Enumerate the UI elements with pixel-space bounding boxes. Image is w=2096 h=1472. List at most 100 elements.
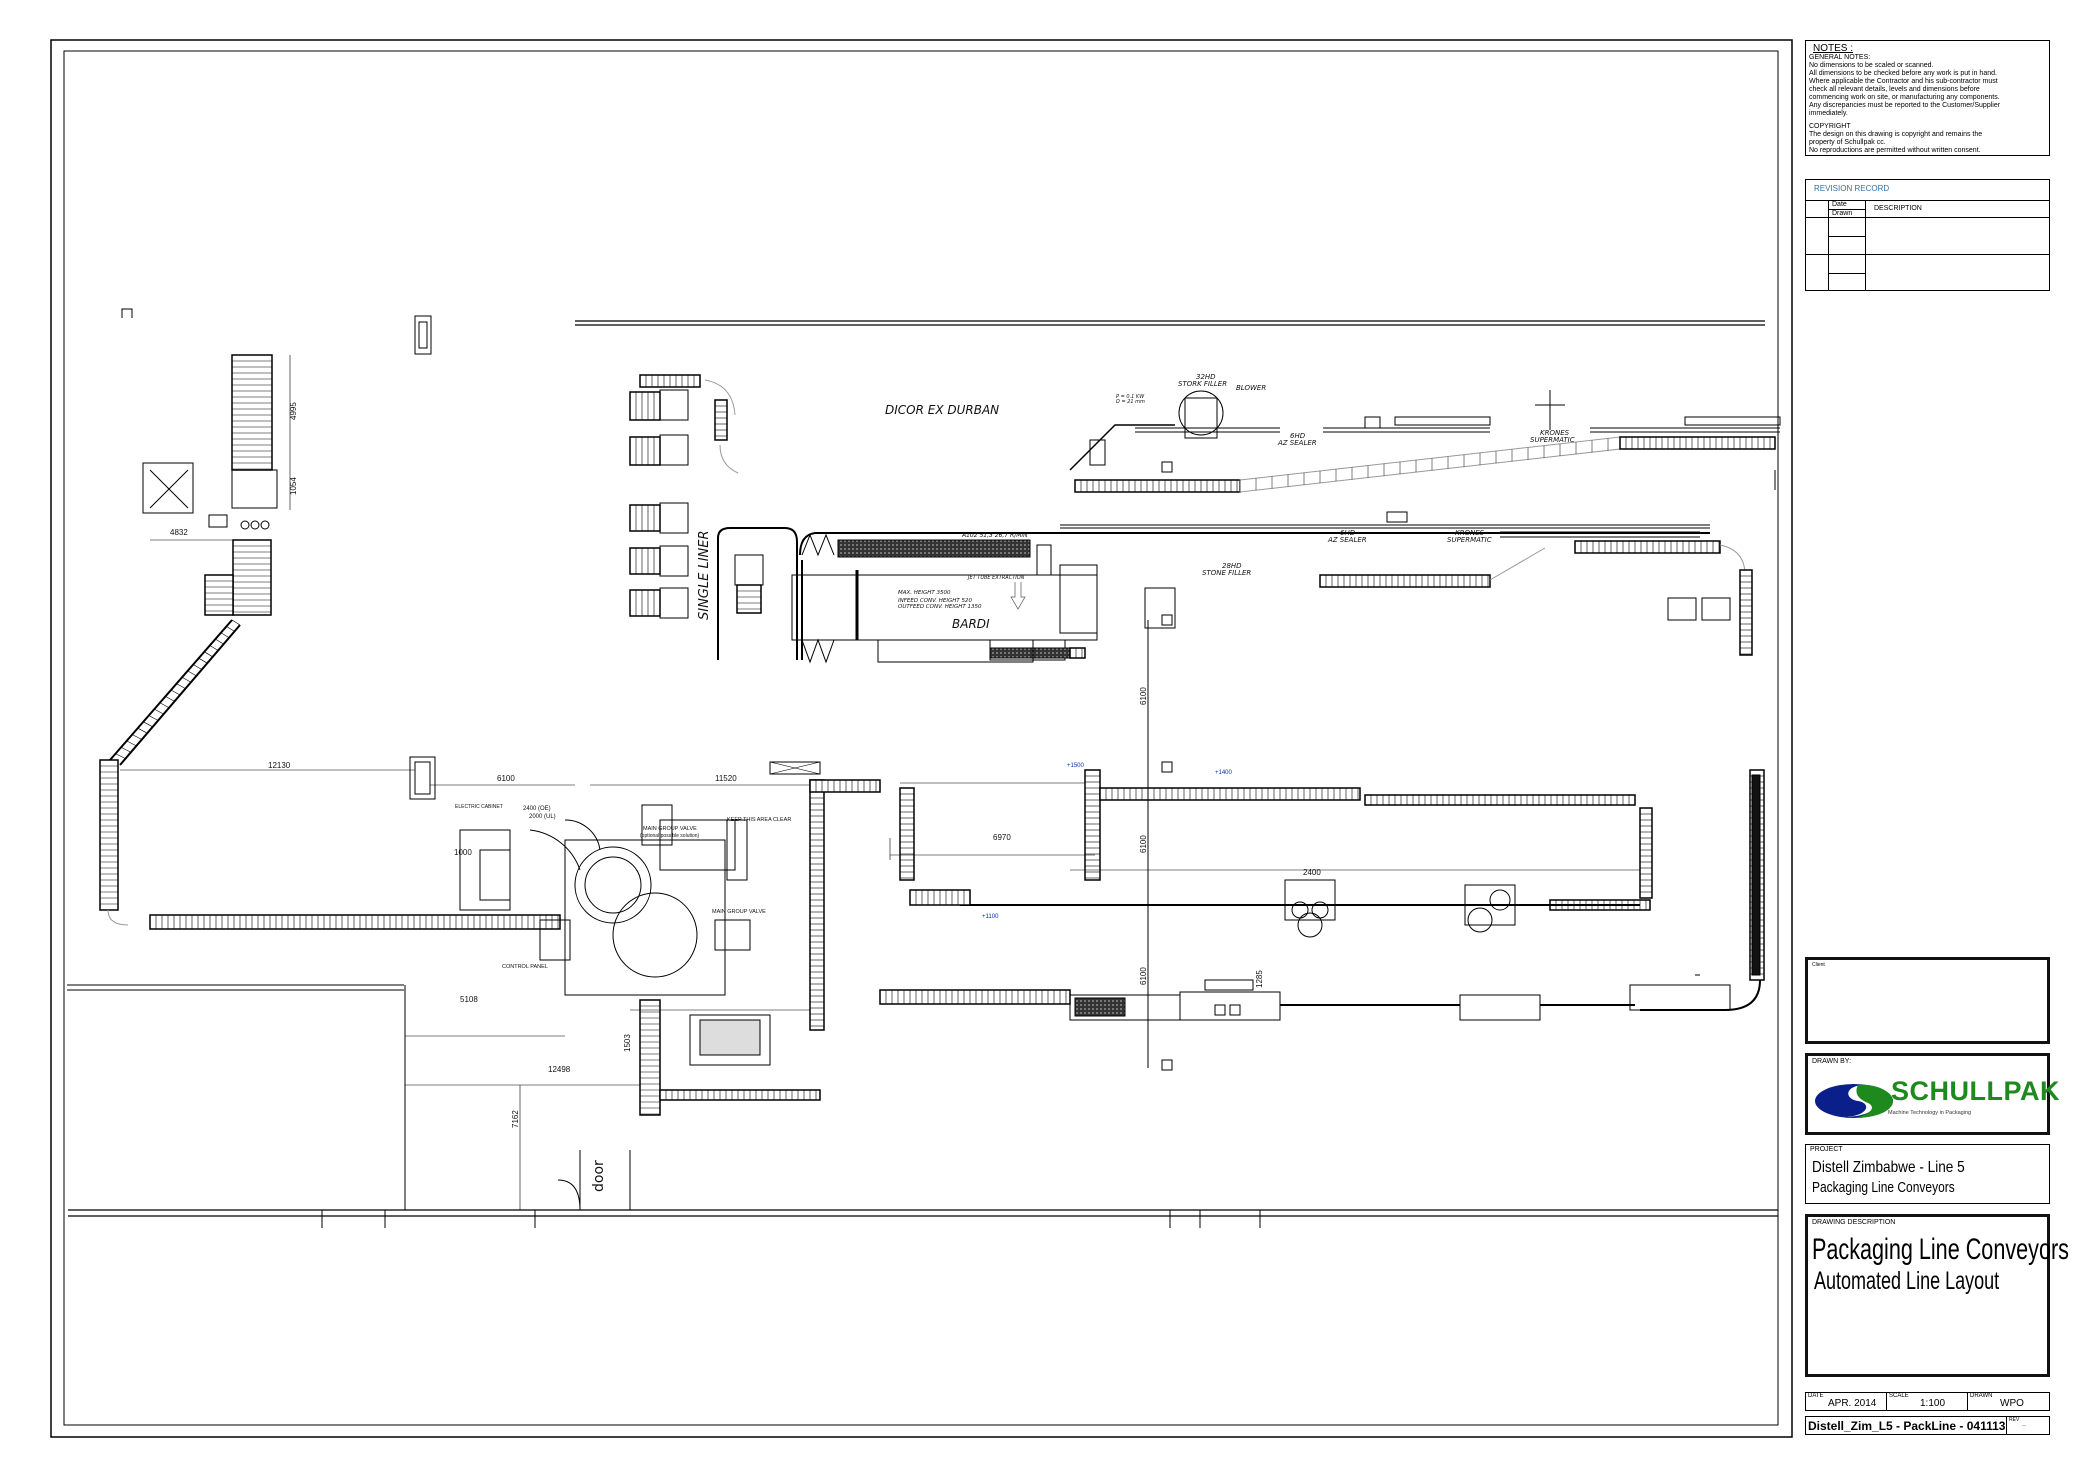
rev-label: REV	[2009, 1417, 2020, 1423]
equipment-outline	[1204, 979, 1254, 991]
palletizer	[231, 469, 278, 509]
scale-label: SCALE	[1889, 1393, 1909, 1399]
dim-12498: 12498	[548, 1065, 571, 1074]
equipment-outline	[1459, 994, 1541, 1021]
conveyor-curve	[704, 379, 736, 416]
conveyor-slat	[181, 677, 192, 683]
conveyor-slat	[154, 708, 164, 715]
depal-station	[659, 434, 689, 466]
column-marker	[121, 308, 133, 318]
label-jet-tube: JET TUBE EXTRACTION	[967, 575, 1025, 581]
electric-cabinet	[479, 849, 511, 901]
dim-1285: 1285	[1255, 970, 1264, 988]
filler-room	[564, 839, 726, 996]
drawing-border-outer	[50, 39, 1793, 1438]
client-box: Client	[1805, 957, 2050, 1044]
schullpak-logo	[1815, 1084, 1893, 1118]
equipment-circle	[1489, 889, 1511, 911]
revision-col-description: DESCRIPTION	[1874, 205, 1922, 212]
conveyor-slat	[204, 651, 213, 658]
conveyor	[232, 539, 272, 616]
note-line: No reproductions are permitted without w…	[1809, 147, 1981, 154]
note-line: All dimensions to be checked before any …	[1809, 70, 1997, 77]
conveyor	[149, 914, 561, 930]
conveyor-slat	[159, 702, 170, 708]
equipment-outline	[1161, 461, 1173, 473]
equipment-outline	[1701, 597, 1731, 621]
electric-cabinet	[459, 829, 511, 911]
conveyor-slat	[209, 645, 219, 651]
label-krones2-1: KRONES	[1455, 529, 1485, 537]
label-az2-1: 6HD	[1340, 529, 1356, 537]
conveyor-slat	[126, 740, 137, 747]
drawing-description-label: DRAWING DESCRIPTION	[1812, 1219, 1896, 1226]
dim-2000ul: 2000 (UL)	[529, 814, 556, 820]
door-swing	[564, 819, 601, 851]
notes-title: NOTES :	[1813, 43, 1854, 54]
equipment-circle	[1291, 901, 1309, 919]
drawing-border-inner	[63, 50, 1779, 1426]
equipment-outline	[539, 919, 571, 961]
label-power: P = 0.1 KW	[1116, 394, 1145, 400]
filler-bowl	[584, 856, 642, 914]
palletizer	[142, 462, 194, 514]
conveyor	[899, 787, 915, 881]
conveyor-path	[717, 527, 798, 660]
equipment-outline	[1667, 597, 1697, 621]
conveyor	[1069, 647, 1086, 659]
equipment-circle	[1297, 912, 1323, 938]
conveyor-curve	[1640, 979, 1761, 1011]
equipment-circle	[1311, 901, 1329, 919]
label-main-group-valve-opt: (optional possible solution)	[640, 833, 700, 839]
dim-6100a: 6100	[497, 774, 515, 783]
project-label: PROJECT	[1810, 1146, 1843, 1153]
label-stork-1: 32HD	[1196, 373, 1216, 381]
bardi-hatch	[837, 539, 1031, 558]
conveyor-slat	[226, 626, 235, 632]
notes-box: NOTES : GENERAL NOTES: No dimensions to …	[1805, 40, 2050, 156]
column-marker	[1161, 761, 1173, 773]
conveyor-slat	[215, 638, 224, 645]
dim-6970: 6970	[993, 833, 1011, 842]
conveyor	[629, 391, 661, 421]
conveyor-path	[1069, 424, 1175, 471]
equipment-circle	[240, 520, 250, 530]
stork-filler	[1184, 397, 1218, 439]
dim-1054: 1054	[289, 477, 298, 495]
dim-6100-v3: 6100	[1139, 967, 1148, 985]
equipment-outline	[877, 639, 1034, 663]
conveyor	[879, 989, 1071, 1005]
conveyor	[1074, 479, 1241, 493]
note-line: check all relevant details, levels and d…	[1809, 86, 1980, 93]
note-line: No dimensions to be scaled or scanned.	[1809, 62, 1934, 69]
annotation-labels: ELECTRIC CABINET MAIN GROUP VALVE (optio…	[455, 804, 791, 970]
arrow-icon	[1010, 582, 1026, 610]
conveyor-slat	[165, 696, 175, 702]
conveyor-path	[799, 532, 1710, 556]
file-row: Distell_Zim_L5 - PackLine - 041113 REV .…	[1805, 1416, 2050, 1435]
equipment-circle	[250, 520, 260, 530]
height-1100: +1100	[982, 914, 999, 920]
filler-bowl	[612, 892, 698, 978]
dimension-labels: 4995 1054 4832 12130 6100 11520 1000 240…	[170, 402, 1321, 1128]
equipment-outline	[1364, 416, 1381, 429]
scale-value: 1:100	[1920, 1398, 1946, 1409]
label-outfeed: OUTFEED CONV. HEIGHT 1350	[898, 604, 982, 610]
depal-station	[659, 389, 689, 421]
drawing-description-box: DRAWING DESCRIPTION Packaging Line Conve…	[1805, 1214, 2069, 1377]
depal-station	[659, 587, 689, 619]
kiln-flap	[801, 638, 835, 664]
revision-col-drawn: Drawn	[1832, 210, 1853, 217]
equipment-outline	[1144, 587, 1176, 629]
column-marker	[1161, 1059, 1173, 1071]
conveyor-slat	[120, 747, 132, 753]
label-diameter: D = 21 mm	[1116, 399, 1145, 405]
dim-4995: 4995	[289, 402, 298, 420]
dim-6100-v2: 6100	[1139, 835, 1148, 853]
note-line: property of Schullpak cc.	[1809, 139, 1886, 146]
conveyor-curve	[719, 444, 739, 474]
door-swing	[557, 1179, 581, 1211]
conveyor	[1099, 787, 1361, 801]
column-marker	[409, 756, 436, 800]
